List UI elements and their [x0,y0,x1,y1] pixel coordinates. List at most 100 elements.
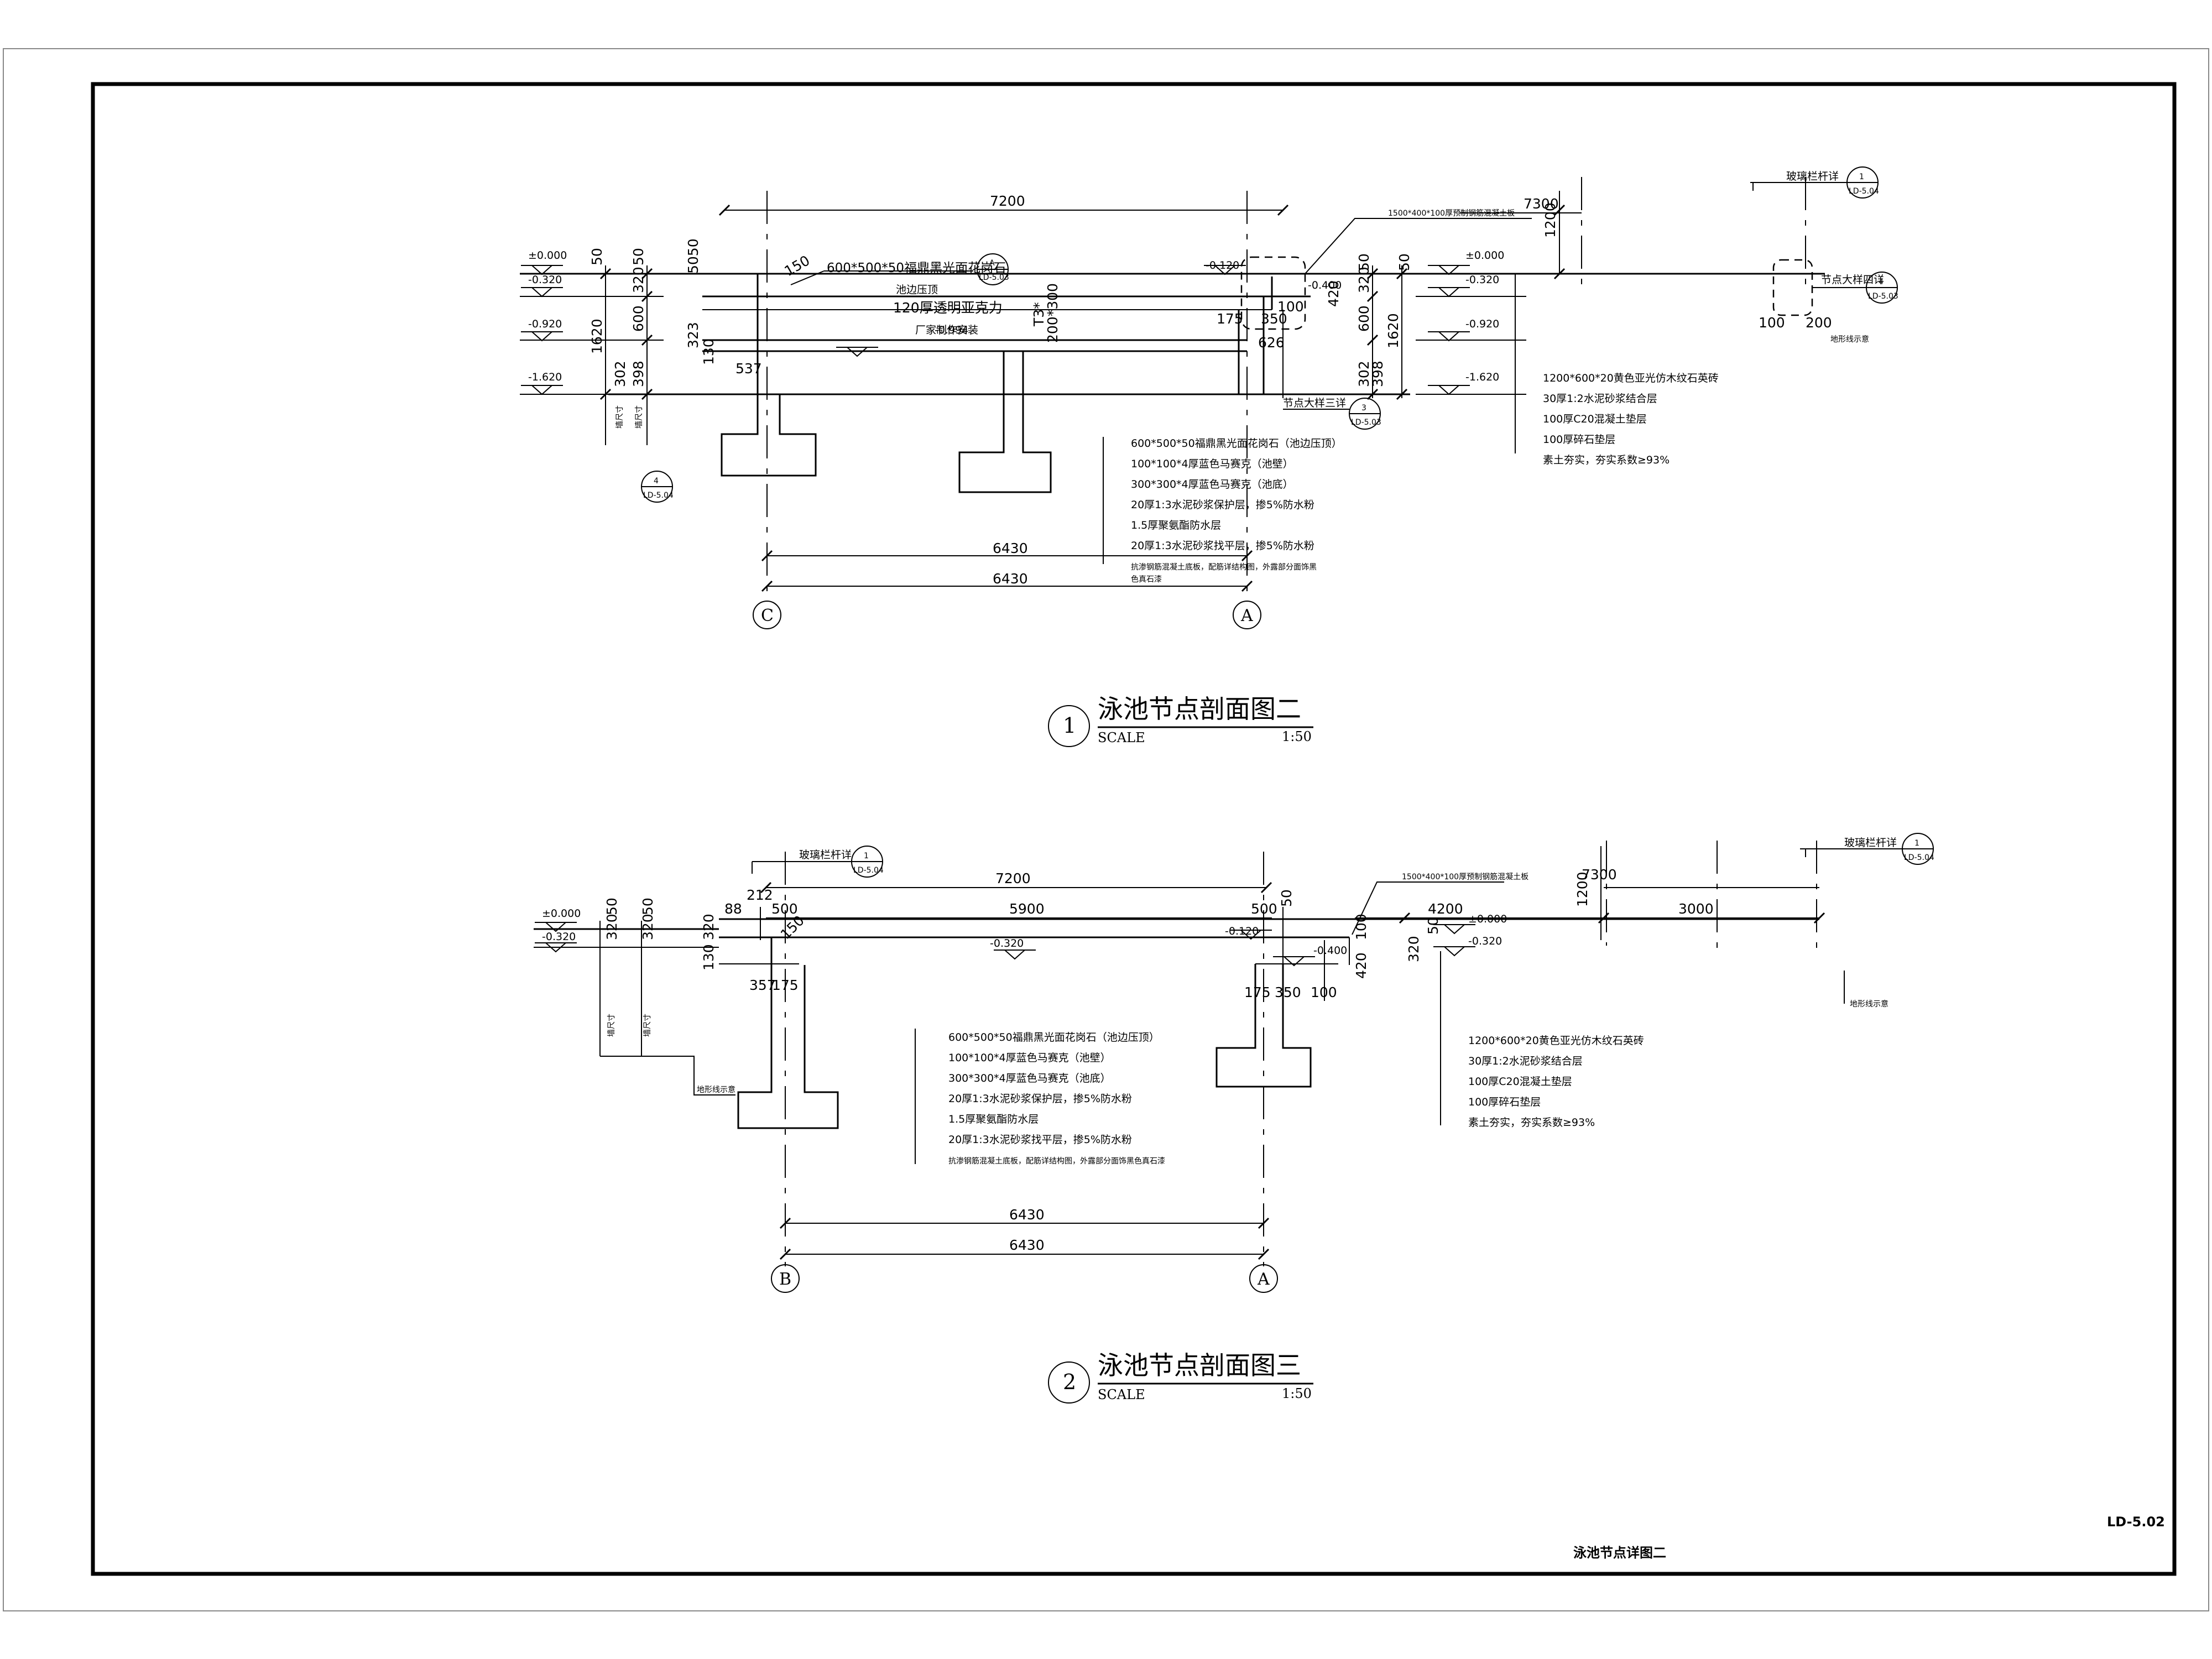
svg-text:1: 1 [1859,173,1864,181]
s1-scale-label: SCALE [1098,730,1145,745]
svg-text:1: 1 [864,852,869,860]
s1-callout-node4: 4 LD-5.03 节点大样四详 100 200 地形线示意 [1759,272,1898,344]
s2-dim-500-l: 500 [771,901,798,917]
s1-level-320: -0.320 [528,274,562,286]
s1-dim-7200: 7200 [990,193,1025,209]
svg-text:LD-5.04: LD-5.04 [853,866,884,875]
s1-layer-4: 20厚1:3水泥砂浆保护层，掺5%防水粉 [1131,499,1314,511]
s2-layers-deck: 1200*600*20黄色亚光仿木纹石英砖 30厚1:2水泥砂浆结合层 100厚… [1468,1035,1644,1129]
s1-deck-1: 1200*600*20黄色亚光仿木纹石英砖 [1543,372,1719,384]
s1-dim-320-r: 320 [1356,267,1372,293]
s2-level-320-mid: -0.320 [990,937,1024,950]
s1-label-terrain: 地形线示意 [1830,335,1869,344]
svg-text:LD-5.03: LD-5.03 [979,273,1009,282]
s2-layers-pool: 600*500*50福鼎黑光面花岗石（池边压顶） 100*100*4厚蓝色马赛克… [948,1031,1165,1166]
s1-dim-6430-b: 6430 [993,571,1028,587]
s2-level-120: -0.120 [1225,925,1259,937]
s1-dim-626: 626 [1258,335,1285,351]
s2-title: 泳池节点剖面图三 [1098,1350,1301,1380]
s1-level-320-r: -0.320 [1465,274,1499,286]
s2-dim-6430-a: 6430 [1009,1207,1045,1223]
s1-dim-100-n4: 100 [1759,315,1785,331]
s2-level-0: ±0.000 [542,907,581,920]
s2-level-320-r: -0.320 [1468,935,1502,947]
s1-dim-130: 130 [701,338,717,365]
s2-dim-320-l: 320 [604,914,620,940]
s1-label-precast: 1500*400*100厚预制钢筋混凝土板 [1388,208,1515,218]
s2-layer-7: 抗渗钢筋混凝土底板，配筋详结构图，外露部分面饰黑色真石漆 [948,1156,1165,1166]
s1-level-920-r: -0.920 [1465,318,1499,330]
s2-dim-130: 130 [701,944,717,971]
s2-layer-2: 100*100*4厚蓝色马赛克（池壁） [948,1052,1111,1064]
svg-text:LD-5.04: LD-5.04 [643,491,674,500]
s2-level-400: -0.400 [1313,945,1347,957]
s2-label-terrain-l: 地形线示意 [697,1085,735,1094]
s1-label-factory: 厂家制作安装 [915,324,978,336]
svg-text:LD-5.04: LD-5.04 [1849,187,1879,196]
svg-text:4: 4 [1879,278,1884,286]
s1-label-node4: 节点大样四详 [1821,274,1884,286]
s1-dim-T3: T3* [1031,302,1047,327]
svg-text:1: 1 [1914,839,1919,848]
svg-text:3: 3 [1361,404,1366,413]
s2-deck-4: 100厚碎石垫层 [1468,1096,1541,1108]
s1-dim-175: 175 [1217,311,1243,327]
s1-label-stone: 600*500*50福鼎黑光面花岗石 [827,261,1006,275]
svg-text:LD-5.03: LD-5.03 [1868,292,1898,301]
s2-dim-4200: 4200 [1428,901,1463,917]
s1-label-glass-rail: 玻璃栏杆详 [1786,170,1839,182]
s1-layer-5: 1.5厚聚氨酯防水层 [1131,519,1221,531]
s1-dim-323: 323 [685,322,701,348]
sheet-title: 泳池节点详图二 [1573,1545,1666,1561]
s1-dim-302-r: 302 [1356,361,1372,387]
s1-layer-7: 抗渗钢筋混凝土底板，配筋详结构图，外露部分面饰黑 [1131,562,1317,572]
s1-level-0: ±0.000 [528,249,567,262]
s2-dim-1200: 1200 [1574,872,1590,907]
drawing-frame [91,82,2177,1576]
s1-layers-deck: 1200*600*20黄色亚光仿木纹石英砖 30厚1:2水泥砂浆结合层 100厚… [1543,372,1719,466]
s2-wall-size-1: 墙尺寸 [607,1014,616,1037]
s2-deck-1: 1200*600*20黄色亚光仿木纹石英砖 [1468,1035,1644,1047]
s1-dim-302-l: 302 [612,361,628,387]
s2-dim-357: 357 [749,977,776,993]
s1-callout-glass-rail: 1 LD-5.04 玻璃栏杆详 [1750,166,1879,199]
s1-dim-398-r: 398 [1370,361,1386,387]
sheet-code: LD-5.02 [2107,1514,2165,1530]
s2-dim-175-r: 175 [1244,984,1271,1000]
s1-dim-420: 420 [1326,280,1342,307]
s1-dim-50-l2: 50 [630,248,646,265]
s1-level-920: -0.920 [528,318,562,330]
s1-grid-C: C [761,606,774,625]
s1-title: 泳池节点剖面图二 [1098,694,1301,724]
s1-dim-200300: 200*300 [1045,283,1061,343]
svg-text:LD-5.03: LD-5.03 [1351,418,1381,427]
s1-dim-50-r2: 50 [1396,253,1412,271]
s1-level-400: -0.400 [1308,279,1342,291]
s2-deck-3: 100厚C20混凝土垫层 [1468,1076,1572,1088]
s2-dim-7200: 7200 [995,870,1031,886]
s2-label-glass-rail-l: 玻璃栏杆详 [799,849,852,861]
s1-dim-5050: 5050 [685,238,701,274]
s2-dim-420: 420 [1353,952,1369,979]
s2-label-glass-rail-r: 玻璃栏杆详 [1844,837,1897,849]
s1-dim-320-l: 320 [630,267,646,293]
s1-label-acrylic: 120厚透明亚克力 [893,300,1003,316]
s1-dim-150: 150 [782,252,813,279]
s2-label-precast: 1500*400*100厚预制钢筋混凝土板 [1402,872,1528,881]
s2-dim-88: 88 [724,901,742,917]
s2-dim-320-r: 320 [1406,936,1422,962]
s1-wall-size-1: 墙尺寸 [615,405,624,429]
s1-layer-1: 600*500*50福鼎黑光面花岗石（池边压顶） [1131,437,1342,450]
s2-dim-350: 350 [1275,984,1301,1000]
s1-dim-50-l: 50 [589,248,605,265]
s2-grid-B: B [779,1270,791,1289]
s2-title-number: 2 [1063,1370,1076,1394]
s1-label-pool-edge: 池边压顶 [896,284,938,296]
s2-dim-212: 212 [747,887,773,903]
s2-label-terrain-r: 地形线示意 [1850,999,1888,1009]
s1-dim-200-n4: 200 [1806,315,1832,331]
s2-wall-size-2: 墙尺寸 [643,1014,652,1037]
s1-layer-2: 100*100*4厚蓝色马赛克（池壁） [1131,458,1293,470]
s1-dim-50-r: 50 [1356,253,1372,271]
